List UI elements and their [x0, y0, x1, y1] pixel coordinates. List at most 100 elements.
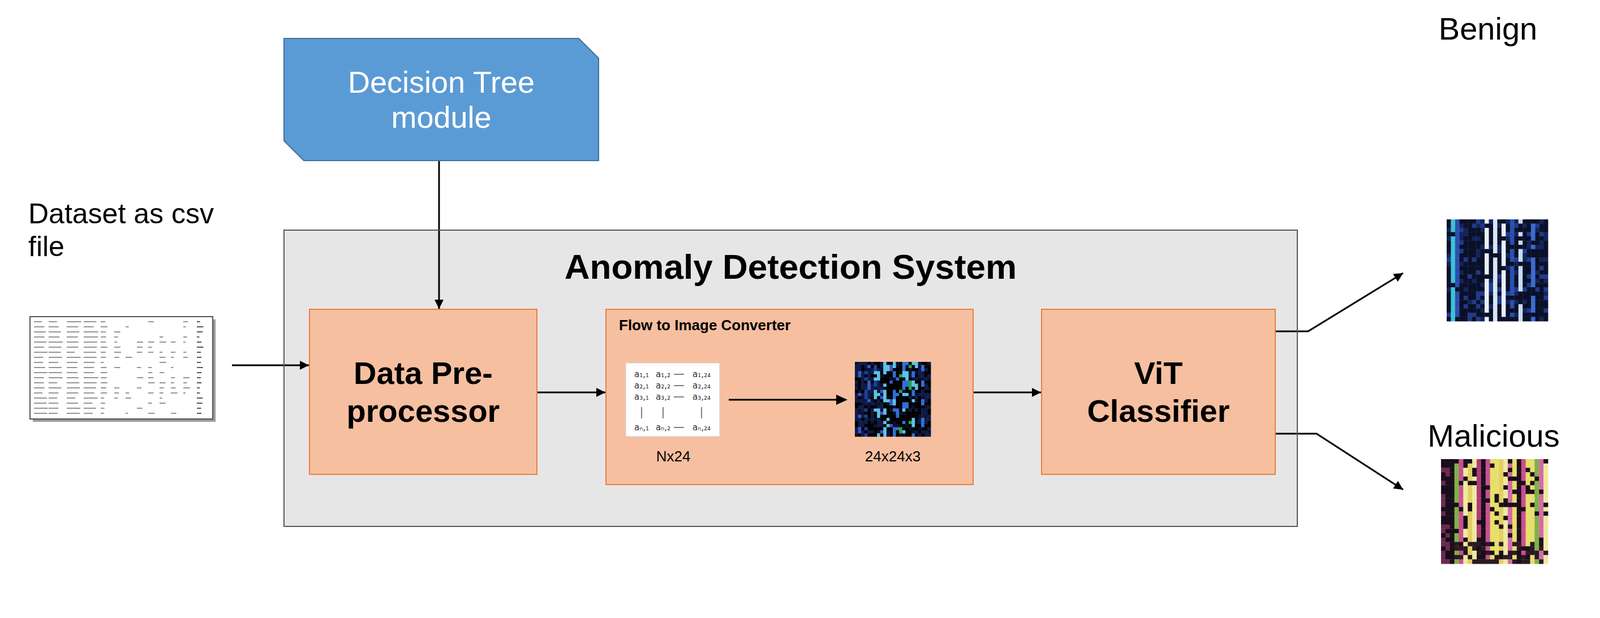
cell-mark	[170, 382, 175, 384]
pixel	[927, 421, 931, 425]
pixel	[1489, 287, 1494, 292]
pixel	[1516, 533, 1522, 539]
pixel	[1530, 494, 1535, 500]
pixel	[1455, 241, 1460, 246]
pixel	[1521, 520, 1526, 526]
pixel	[1543, 515, 1548, 521]
pixel	[899, 430, 903, 434]
pixel	[1459, 278, 1464, 284]
pixel	[1539, 274, 1544, 280]
pixel	[1463, 224, 1469, 229]
pixel	[1445, 485, 1451, 490]
pixel	[1498, 525, 1504, 530]
pixel	[1543, 481, 1548, 486]
pixel	[1527, 249, 1532, 255]
pixel	[1472, 249, 1477, 255]
pixel	[1505, 253, 1511, 258]
pixel	[1446, 236, 1452, 242]
pixel	[1467, 502, 1473, 508]
pixel	[1472, 241, 1477, 246]
matrix-cell: aₙ,₁	[634, 423, 649, 433]
cell-mark	[148, 382, 155, 384]
cell-mark	[48, 362, 59, 364]
pixel	[1530, 533, 1535, 539]
pixel	[1538, 551, 1544, 556]
pixel	[1489, 304, 1494, 309]
matrix-cell: a₁,₂₄	[692, 370, 711, 380]
pixel	[908, 384, 913, 388]
pixel	[1481, 520, 1486, 526]
pixel	[861, 402, 865, 407]
pixel	[1521, 546, 1526, 552]
pixel	[886, 390, 890, 394]
pixel	[1467, 283, 1473, 288]
pixel	[1525, 520, 1531, 526]
matrix-cell-holder: a₁,₁	[634, 370, 649, 380]
pixel	[1539, 253, 1544, 258]
pixel	[1467, 546, 1473, 552]
pixel	[1534, 555, 1539, 561]
pixel	[1530, 515, 1535, 521]
pixel	[899, 424, 903, 428]
pixel	[1530, 270, 1536, 275]
pixel	[1459, 219, 1464, 225]
pixel	[1459, 257, 1464, 263]
pixel	[874, 424, 878, 428]
cell-mark	[83, 413, 93, 415]
pixel	[870, 421, 875, 425]
pixel	[1535, 261, 1541, 267]
pixel	[1489, 266, 1494, 272]
pixel	[1490, 525, 1495, 530]
pixel	[1467, 533, 1473, 539]
pixel	[1530, 312, 1536, 318]
pixel	[1493, 232, 1498, 238]
pixel	[1484, 228, 1490, 233]
pixel	[1525, 515, 1531, 521]
pixel	[1543, 300, 1549, 305]
pixel	[1445, 512, 1451, 517]
pixel	[914, 377, 919, 382]
pixel	[1463, 463, 1468, 469]
pixel	[1530, 476, 1535, 482]
pixel	[1481, 538, 1486, 543]
pixel	[1445, 559, 1451, 565]
pixel	[854, 362, 859, 366]
pixel	[870, 393, 875, 397]
pixel	[1501, 261, 1507, 267]
pixel	[864, 380, 868, 385]
cell-mark	[125, 392, 129, 394]
pixel	[1467, 312, 1473, 318]
pixel	[1525, 463, 1531, 469]
pixel	[1535, 308, 1541, 314]
pixel	[1498, 463, 1504, 469]
pixel	[918, 415, 922, 419]
pixel	[1493, 241, 1498, 246]
pixel	[1525, 498, 1531, 503]
pixel	[1485, 502, 1491, 508]
pixel	[1472, 295, 1477, 301]
pixel	[1534, 481, 1539, 486]
pixel	[876, 402, 881, 407]
pixel	[854, 380, 859, 385]
pixel	[870, 384, 875, 388]
pixel	[1503, 502, 1508, 508]
pixel	[1539, 224, 1544, 229]
pixel	[889, 424, 893, 428]
pixel	[1512, 512, 1517, 517]
pixel	[1521, 507, 1526, 513]
pixel	[912, 433, 916, 438]
cell-mark	[114, 336, 119, 338]
pixel	[1472, 291, 1477, 297]
pixel	[1527, 295, 1532, 301]
heading-holder: Malicious	[1403, 418, 1585, 454]
pixel	[896, 430, 900, 434]
pixel	[1490, 512, 1495, 517]
pixel	[1514, 241, 1519, 246]
pixel	[858, 409, 862, 413]
pixel	[1507, 463, 1513, 469]
pixel	[1530, 244, 1536, 250]
pixel	[892, 384, 897, 388]
pixel	[1454, 481, 1460, 486]
pixel	[1450, 283, 1456, 288]
pixel	[1522, 317, 1528, 322]
